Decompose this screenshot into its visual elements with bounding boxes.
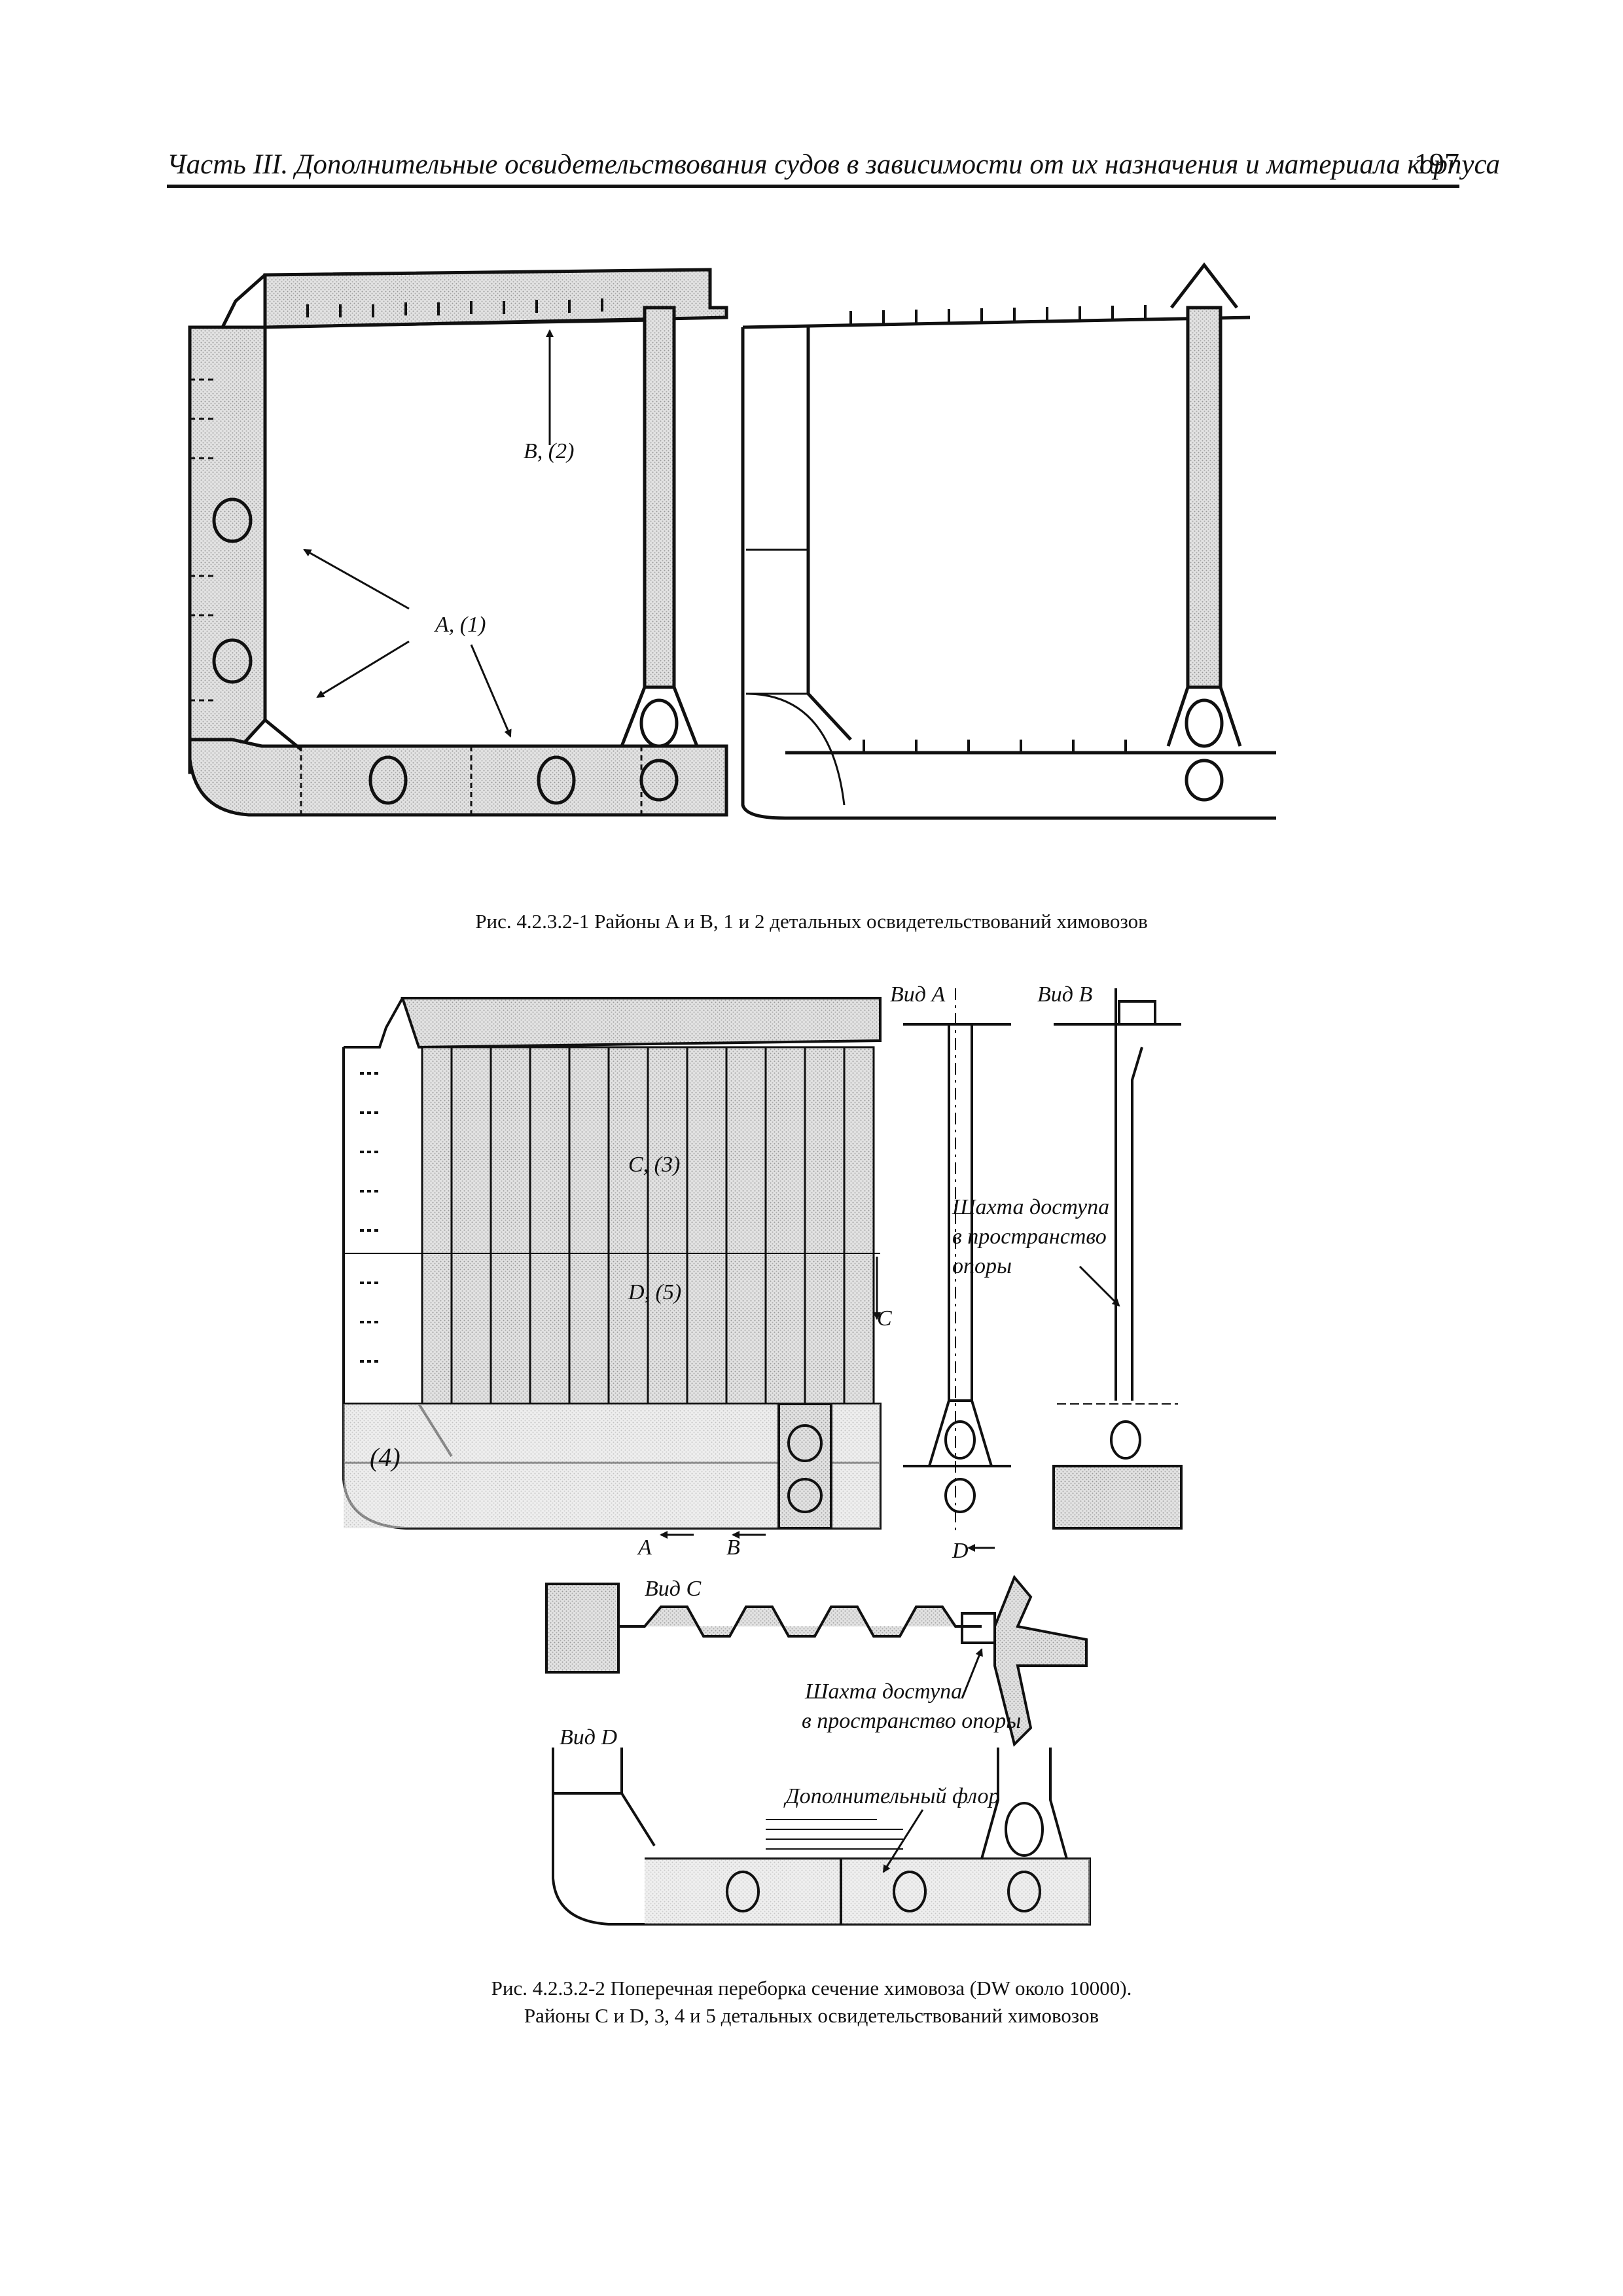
running-header: Часть III. Дополнительные освидетельство… <box>167 143 1500 188</box>
label-b: B <box>726 1535 740 1560</box>
shaft-note-2: в пространство <box>952 1225 1107 1249</box>
shaft-arrow-ab <box>1079 1265 1120 1307</box>
view-b-label: Вид B <box>1037 982 1092 1007</box>
label-d: D <box>952 1539 969 1563</box>
view-c-drawing <box>545 1575 1088 1747</box>
label-c3: C, (3) <box>628 1153 680 1177</box>
figure2-caption-line2: Районы C и D, 3, 4 и 5 детальных освидет… <box>524 2004 1099 2027</box>
page-number: 197 <box>1414 147 1459 180</box>
extra-floor-arrow <box>882 1809 924 1873</box>
running-header-title: Часть III. Дополнительные освидетельство… <box>167 149 1500 180</box>
extra-floor-label: Дополнительный флор <box>783 1784 1000 1808</box>
shaft-note-1: Шахта доступа <box>952 1195 1109 1219</box>
figure1-left-section <box>188 268 728 817</box>
view-d-drawing <box>552 1748 1091 1926</box>
view-a-label: Вид A <box>890 982 945 1007</box>
view-b-drawing <box>1052 988 1183 1530</box>
view-d-label: Вид D <box>560 1725 617 1749</box>
shaft-note-c1: Шахта доступа <box>804 1679 962 1704</box>
figure1-caption: Рис. 4.2.3.2-1 Районы A и B, 1 и 2 детал… <box>475 910 1148 933</box>
view-a-drawing <box>903 988 1011 1532</box>
shaft-note-3: опоры <box>952 1254 1012 1278</box>
label-a1: A, (1) <box>434 613 486 637</box>
label-a: A <box>637 1535 652 1560</box>
label-4: (4) <box>370 1443 401 1472</box>
figure2-main-arrows <box>660 1257 995 1552</box>
shaft-note-c2: в пространство опоры <box>802 1709 1021 1733</box>
view-c-label: Вид C <box>645 1577 701 1601</box>
shaft-arrow-c <box>961 1648 983 1699</box>
figure1-arrows <box>303 329 554 738</box>
label-d5: D, (5) <box>628 1280 681 1304</box>
label-b2: B, (2) <box>524 439 574 463</box>
figure1-right-section <box>741 262 1276 820</box>
figure2-caption-line1: Рис. 4.2.3.2-2 Поперечная переборка сече… <box>491 1977 1132 2000</box>
label-c-arrow: C <box>877 1306 892 1331</box>
figure2-main-section <box>342 997 882 1530</box>
